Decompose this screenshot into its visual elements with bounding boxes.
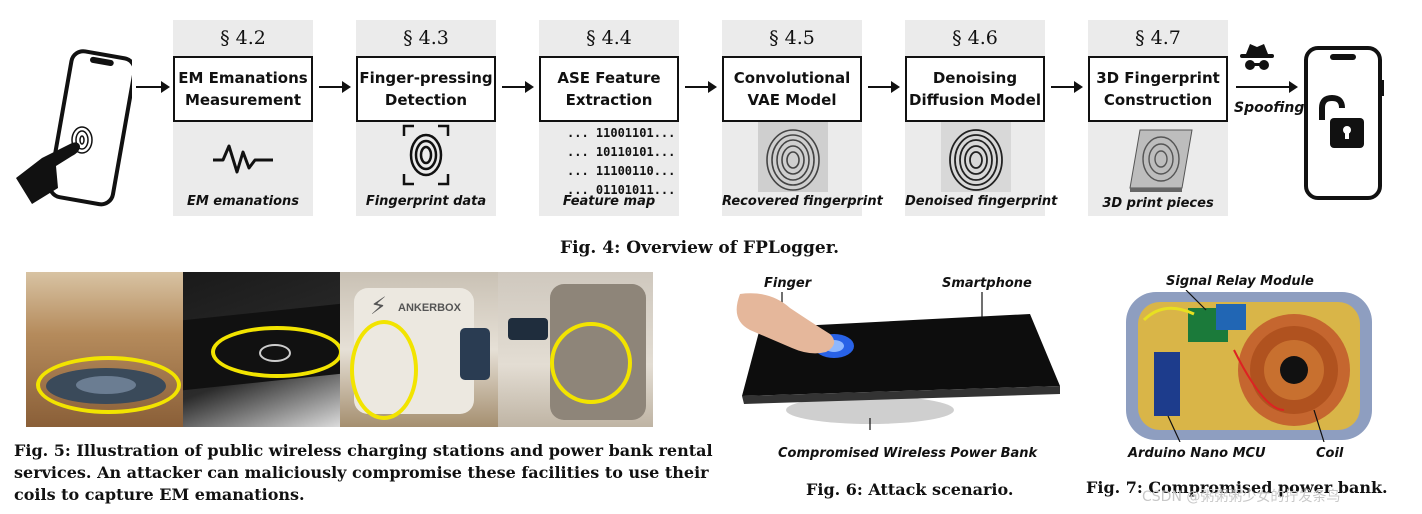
stage-title-line1: Convolutional bbox=[733, 69, 851, 87]
feature-bit-row: ... 11001101... bbox=[567, 126, 676, 140]
label-relay-module: Signal Relay Module bbox=[1166, 274, 1314, 289]
arrow-spoofing bbox=[1236, 81, 1298, 93]
stage-title-line1: Finger-pressing bbox=[359, 69, 493, 87]
highlight-ring bbox=[211, 326, 341, 378]
stage-title-line1: Denoising bbox=[932, 69, 1018, 87]
label-coil: Coil bbox=[1316, 446, 1344, 461]
figure6-caption: Fig. 6: Attack scenario. bbox=[806, 480, 1014, 499]
fingerprint-icon bbox=[71, 126, 93, 154]
label-power-bank: Compromised Wireless Power Bank bbox=[778, 446, 1038, 461]
feature-bit-row: ... 11100110... bbox=[567, 164, 676, 178]
figure5-caption: Fig. 5: Illustration of public wireless … bbox=[14, 440, 713, 506]
highlight-ring bbox=[550, 322, 632, 404]
label-smartphone: Smartphone bbox=[942, 276, 1032, 291]
spy-icon bbox=[1240, 44, 1274, 70]
stage-caption: Fingerprint data bbox=[365, 194, 487, 209]
arrow-2 bbox=[319, 81, 351, 93]
denoised-fingerprint-image bbox=[941, 122, 1011, 192]
stage-title-line2: VAE Model bbox=[747, 91, 837, 109]
section-number: § 4.6 bbox=[952, 27, 998, 49]
brand-text: ANKERBOX bbox=[398, 302, 461, 314]
section-number: § 4.7 bbox=[1135, 27, 1181, 49]
stage-caption: Recovered fingerprint bbox=[722, 194, 883, 209]
feature-bit-row: ... 10110101... bbox=[567, 145, 676, 159]
figure5-caption-line: services. An attacker can maliciously co… bbox=[14, 463, 709, 482]
arrow-3 bbox=[502, 81, 534, 93]
stage-title-line2: Construction bbox=[1103, 91, 1213, 109]
watermark: CSDN @粥粥粥少女的拧发条鸟 bbox=[1142, 489, 1341, 505]
arrow-4 bbox=[685, 81, 717, 93]
arrow-1 bbox=[136, 81, 170, 93]
power-bank-internals-photo bbox=[1126, 290, 1372, 442]
section-number: § 4.5 bbox=[769, 27, 815, 49]
stage-caption: Denoised fingerprint bbox=[905, 194, 1058, 209]
fingerprint-scan-icon bbox=[402, 124, 450, 186]
photo-cafe-charging-pad bbox=[26, 272, 186, 427]
stage-title-line1: 3D Fingerprint bbox=[1096, 69, 1220, 87]
figure5-caption-line: coils to capture EM emanations. bbox=[14, 485, 305, 504]
recovered-fingerprint-image bbox=[758, 122, 828, 192]
arrow-6 bbox=[1051, 81, 1083, 93]
figure4-caption: Fig. 4: Overview of FPLogger. bbox=[560, 238, 840, 258]
lightning-icon: ⚡ bbox=[370, 292, 387, 320]
stage-title-line2: Measurement bbox=[184, 91, 302, 109]
stage-title-line2: Diffusion Model bbox=[909, 91, 1041, 109]
waveform-icon bbox=[213, 144, 273, 174]
arrow-5 bbox=[868, 81, 900, 93]
photo-desk-charging-pad bbox=[183, 272, 341, 427]
feature-bit-row: ... 01101011... bbox=[567, 183, 676, 197]
feature-bits: ... 11001101... ... 10110101... ... 1110… bbox=[567, 124, 675, 200]
stage-caption: EM emanations bbox=[186, 194, 300, 209]
photo-powershare-station bbox=[498, 272, 653, 427]
stage-caption: Feature map bbox=[562, 194, 656, 209]
attack-scenario-illustration bbox=[736, 292, 1060, 430]
3d-print-piece-image bbox=[1129, 129, 1193, 192]
phone-touch-illustration bbox=[16, 49, 132, 207]
section-number: § 4.4 bbox=[586, 27, 632, 49]
stage-title-line1: ASE Feature bbox=[557, 69, 661, 87]
highlight-ring bbox=[350, 320, 418, 420]
section-number: § 4.2 bbox=[220, 27, 266, 49]
section-number: § 4.3 bbox=[403, 27, 449, 49]
figure7-caption: Fig. 7: Compromised power bank. bbox=[1086, 478, 1388, 497]
highlight-ring bbox=[36, 356, 181, 414]
figure5-caption-line: Fig. 5: Illustration of public wireless … bbox=[14, 441, 713, 460]
stage-title-line1: EM Emanations bbox=[178, 69, 308, 87]
unlock-icon bbox=[1319, 94, 1364, 148]
unlocked-phone-icon bbox=[1304, 46, 1384, 200]
stage-title-line2: Extraction bbox=[565, 91, 653, 109]
stage-caption: 3D print pieces bbox=[1102, 196, 1214, 211]
label-finger: Finger bbox=[764, 276, 812, 291]
label-arduino: Arduino Nano MCU bbox=[1128, 446, 1266, 461]
stage-title-line2: Detection bbox=[384, 91, 468, 109]
photo-ankerbox-station: ANKERBOX ⚡ bbox=[340, 272, 498, 427]
spoofing-label: Spoofing bbox=[1234, 100, 1305, 116]
